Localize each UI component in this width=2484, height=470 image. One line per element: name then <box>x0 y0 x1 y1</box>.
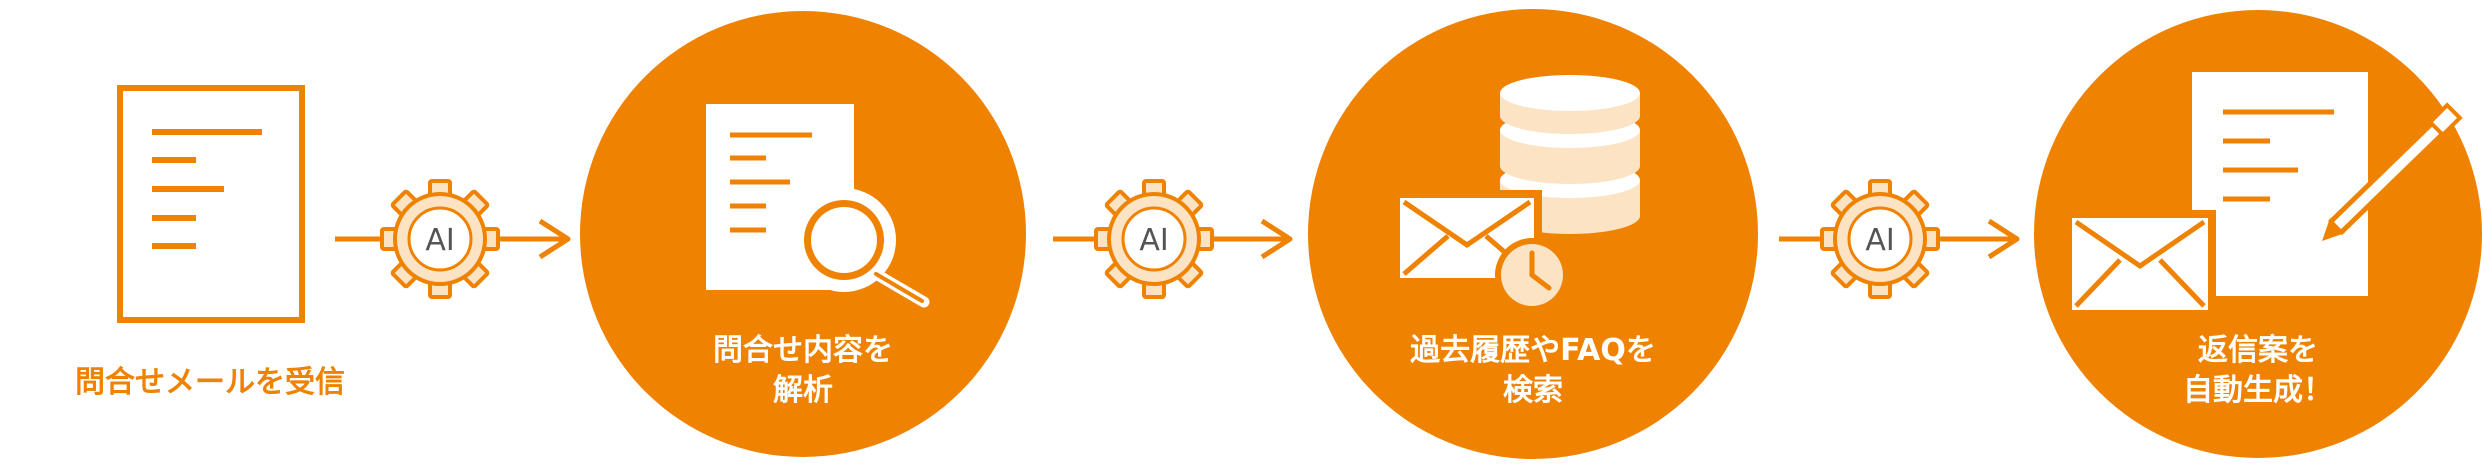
step-search: 過去履歴やFAQを 検索 <box>1308 9 1758 459</box>
step-receive-label: 問合せメールを受信 <box>75 365 345 400</box>
ai-connector-3: AI <box>1779 179 2020 299</box>
step-generate-label-line2: 自動生成！ <box>2183 373 2333 408</box>
ai-connector-2: AI <box>1053 179 1293 299</box>
pen-icon <box>2322 102 2463 241</box>
step-analyze-label-line1: 問合せ内容を <box>713 333 893 368</box>
gear-icon: AI <box>1820 179 1940 299</box>
step-receive: 問合せメールを受信 <box>75 85 345 400</box>
step-analyze-label-line2: 解析 <box>773 373 833 408</box>
envelope-icon <box>2064 210 2216 318</box>
step-generate: 返信案を 自動生成！ <box>2034 10 2482 458</box>
database-mail-clock-icon <box>1392 75 1640 312</box>
ai-badge: AI <box>1139 223 1168 258</box>
document-mail-pen-icon <box>2064 72 2463 318</box>
ai-badge: AI <box>425 223 454 258</box>
gear-icon: AI <box>1094 179 1214 299</box>
gear-icon: AI <box>380 179 500 299</box>
ai-connector-1: AI <box>335 179 571 299</box>
step-analyze: 問合せ内容を 解析 <box>580 11 1026 457</box>
clock-icon <box>1495 238 1569 312</box>
step-search-label-line1: 過去履歴やFAQを <box>1410 333 1656 368</box>
step-search-label-line2: 検索 <box>1503 373 1563 408</box>
document-magnifier-icon <box>706 104 930 308</box>
ai-badge: AI <box>1865 223 1894 258</box>
step-generate-label-line1: 返信案を <box>2198 333 2318 368</box>
document-icon <box>117 85 305 323</box>
